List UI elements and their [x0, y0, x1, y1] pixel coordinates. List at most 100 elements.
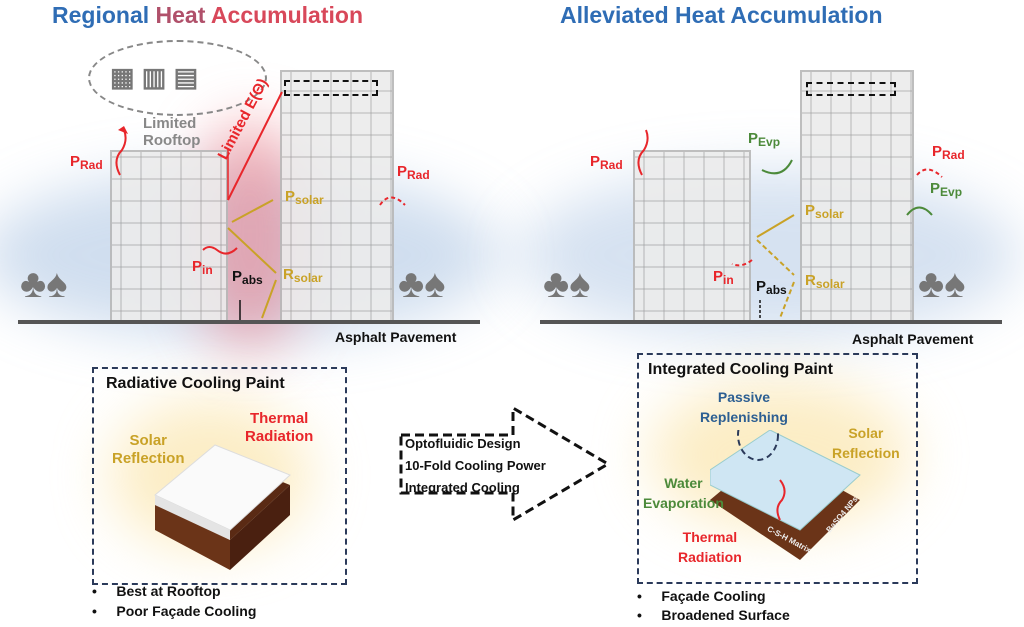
label-line: Passive — [717, 389, 771, 405]
title-word: Regional — [52, 2, 150, 28]
bullet-text: Best at Rooftop — [116, 583, 221, 599]
tall-building — [800, 70, 914, 324]
p-rad-label-2: PRad — [397, 163, 430, 182]
bullet-text: Poor Façade Cooling — [116, 603, 257, 619]
bullet-item: • Façade Cooling — [637, 588, 766, 604]
r: R — [283, 266, 294, 283]
sub: Rad — [407, 168, 430, 182]
label-line: Water — [664, 475, 703, 491]
p-abs-label: Pabs — [756, 278, 787, 297]
arrow-line: Integrated Cooling — [405, 480, 520, 495]
sub: solar — [293, 271, 323, 285]
p-evp-label: PEvp — [748, 130, 780, 149]
sub: abs — [766, 283, 787, 297]
rooftop-equipment-icons: ▦ ▥ ▤ — [110, 62, 199, 92]
r: R — [805, 272, 816, 289]
ground-line — [18, 320, 480, 324]
integrated-cooling-paint-box — [637, 353, 918, 584]
label-line: Rooftop — [143, 132, 201, 149]
p-evp-label-2: PEvp — [930, 180, 962, 199]
tree-icons: ♣♠ — [20, 262, 68, 306]
sub: in — [202, 263, 213, 277]
p: P — [590, 153, 601, 170]
p-solar-label: Psolar — [805, 202, 844, 221]
p: P — [932, 143, 943, 160]
p-rad-label-2: PRad — [932, 143, 965, 162]
tall-building — [280, 70, 394, 324]
bullet-item: • Poor Façade Cooling — [92, 603, 257, 619]
box-title: Integrated Cooling Paint — [648, 361, 833, 378]
p: P — [192, 258, 203, 275]
p: P — [232, 268, 243, 285]
label-line: Reflection — [832, 445, 900, 461]
asphalt-pavement-label: Asphalt Pavement — [852, 331, 974, 347]
bullet-text: Broadened Surface — [661, 607, 790, 623]
arrow-line: Optofluidic Design — [405, 436, 521, 451]
rooftop-equipment-ellipse — [88, 40, 267, 116]
sub: abs — [242, 273, 263, 287]
porous-paint-illustration — [710, 430, 861, 560]
p-rad-label: PRad — [590, 153, 623, 172]
label-line: Evaporation — [643, 495, 724, 511]
bullet-text: Façade Cooling — [661, 588, 766, 604]
left-arrows — [115, 91, 406, 320]
bullet-item: • Broadened Surface — [637, 607, 790, 623]
sub: solar — [295, 193, 324, 207]
radiative-cooling-paint-box — [92, 367, 347, 585]
label-line: Replenishing — [700, 409, 788, 425]
tree-icons: ♣♠ — [543, 262, 591, 306]
cool-haze-right — [520, 170, 1020, 340]
label-line: Solar — [848, 425, 884, 441]
sub: in — [723, 273, 734, 287]
sub: solar — [815, 277, 845, 291]
sub: Evp — [940, 185, 963, 199]
rooftop-outline — [806, 82, 896, 96]
rooftop-outline — [284, 80, 378, 96]
label-line: Limited — [143, 115, 197, 132]
p-in-label: Pin — [192, 258, 213, 277]
bullet-item: • Best at Rooftop — [92, 583, 221, 599]
right-title: Alleviated Heat Accumulation — [560, 2, 883, 28]
p: P — [285, 188, 296, 205]
title-word: Accumulation — [210, 2, 363, 28]
p-solar-label: Psolar — [285, 188, 324, 207]
tree-icons: ♣♠ — [918, 262, 966, 306]
short-building — [633, 150, 751, 324]
p: P — [713, 268, 724, 285]
sub: Rad — [942, 148, 965, 162]
p-rad-label: PRad — [70, 153, 103, 172]
left-title: Regional Heat Accumulation — [52, 2, 363, 29]
p-abs-label: Pabs — [232, 268, 263, 287]
sub: Evp — [758, 135, 781, 149]
p: P — [930, 180, 941, 197]
p: P — [805, 202, 816, 219]
p-in-label: Pin — [713, 268, 734, 287]
sub: Rad — [600, 158, 623, 172]
label-line: Thermal — [682, 529, 738, 545]
sub: Rad — [80, 158, 103, 172]
short-building — [110, 150, 228, 324]
r-solar-label: Rsolar — [805, 272, 845, 291]
label-line: Radiation — [678, 549, 742, 565]
right-arrows — [637, 129, 943, 320]
p: P — [748, 130, 759, 147]
tree-icons: ♣♠ — [398, 262, 446, 306]
ground-line — [540, 320, 1002, 324]
p: P — [397, 163, 408, 180]
label-line: Solar — [129, 432, 168, 449]
label-line: Radiation — [245, 428, 314, 445]
p: P — [70, 153, 81, 170]
box-title: Radiative Cooling Paint — [106, 375, 285, 392]
p: P — [756, 278, 767, 295]
paint-block-illustration — [154, 444, 291, 570]
label-line: Thermal — [249, 410, 309, 427]
transition-arrow — [399, 405, 611, 523]
